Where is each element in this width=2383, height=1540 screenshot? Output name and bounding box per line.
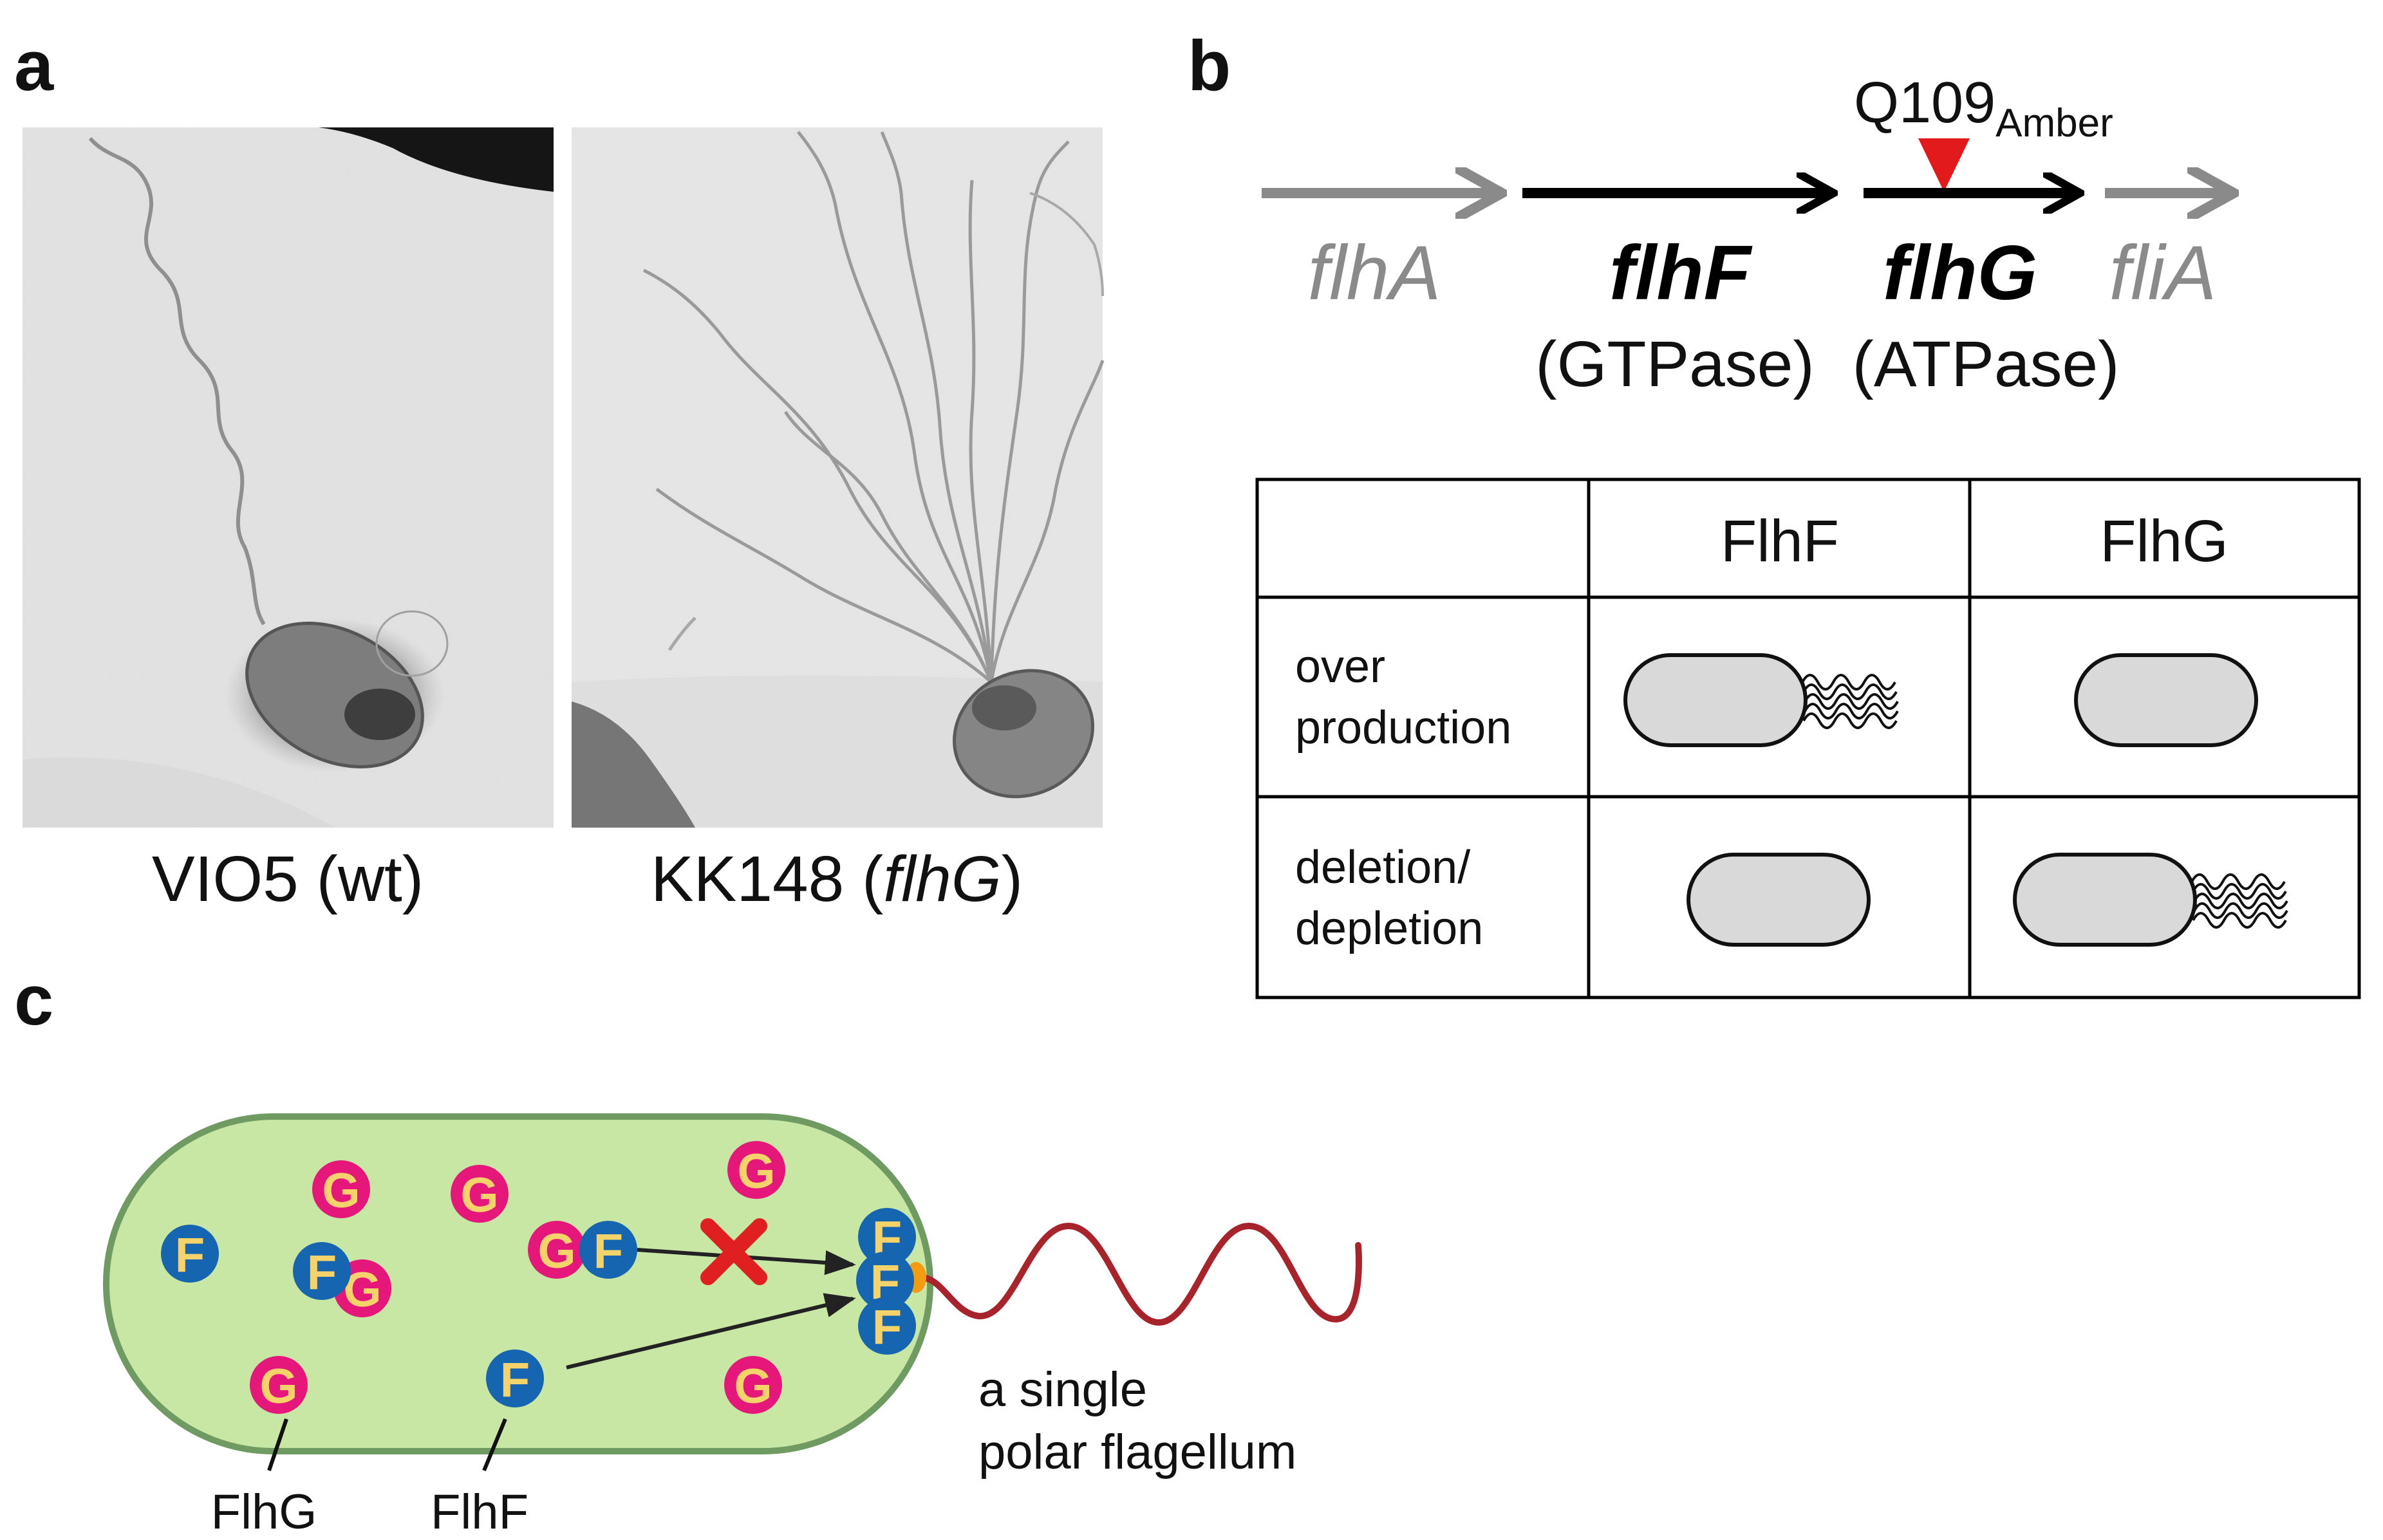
flhg-molecule: G bbox=[250, 1356, 308, 1414]
flhg-molecule: G bbox=[727, 1141, 785, 1199]
polar-flagellum bbox=[917, 1222, 1362, 1326]
caption-kk148: KK148 (flhG) bbox=[651, 843, 1023, 915]
svg-text:F: F bbox=[307, 1245, 337, 1300]
flhf-molecule: F bbox=[293, 1242, 351, 1300]
flhg-molecule: G bbox=[312, 1160, 370, 1218]
gene-flia: fliA bbox=[2109, 230, 2217, 316]
cell-flhg-overproduction-aflagellate bbox=[2074, 653, 2258, 747]
phenotype-table: FlhF FlhG over production deletion/ depl… bbox=[1255, 478, 2361, 999]
svg-text:G: G bbox=[537, 1224, 575, 1279]
flagellum-label-line1: a single bbox=[978, 1362, 1147, 1417]
svg-text:G: G bbox=[734, 1359, 772, 1414]
row-deletion-line1: deletion/ bbox=[1295, 842, 1470, 893]
svg-text:G: G bbox=[259, 1359, 297, 1414]
panel-c-letter: c bbox=[14, 961, 53, 1040]
svg-text:G: G bbox=[322, 1164, 360, 1218]
bacterial-cell bbox=[103, 1113, 933, 1454]
block-x-icon bbox=[700, 1218, 767, 1285]
svg-text:G: G bbox=[737, 1144, 775, 1199]
flhf-molecule: F bbox=[579, 1221, 637, 1279]
cell-flhf-overproduction-multiflagellate bbox=[1623, 653, 1899, 747]
row-deletion-line2: depletion bbox=[1295, 903, 1483, 954]
svg-text:F: F bbox=[500, 1353, 530, 1407]
micrograph-vio5 bbox=[23, 127, 554, 828]
mutation-label: Q109Amber bbox=[1854, 71, 2113, 145]
header-flhf: FlhF bbox=[1721, 508, 1839, 574]
header-flhg: FlhG bbox=[2100, 508, 2228, 574]
gene-flhf: flhF bbox=[1609, 230, 1753, 316]
row-overproduction-line1: over bbox=[1295, 641, 1385, 692]
label-flhg: FlhG bbox=[211, 1485, 317, 1539]
label-atpase: (ATPase) bbox=[1853, 328, 2120, 400]
micrograph-kk148 bbox=[572, 127, 1105, 828]
cell-flhf-deletion-aflagellate bbox=[1687, 853, 1871, 947]
flhg-molecule: G bbox=[451, 1165, 509, 1223]
pointer-flhf bbox=[482, 1418, 507, 1472]
flhg-molecule: G bbox=[528, 1221, 586, 1279]
pointer-flhg bbox=[267, 1418, 288, 1471]
svg-text:F: F bbox=[872, 1300, 902, 1355]
row-overproduction-line2: production bbox=[1295, 702, 1511, 754]
flhf-molecule: F bbox=[161, 1225, 219, 1283]
flagellum-label-line2: polar flagellum bbox=[978, 1425, 1296, 1480]
amber-mutation-marker bbox=[1918, 138, 1970, 192]
caption-vio5: VIO5 (wt) bbox=[152, 843, 424, 915]
svg-text:F: F bbox=[175, 1228, 205, 1283]
flhg-molecule: G bbox=[724, 1356, 782, 1414]
label-gtpase: (GTPase) bbox=[1535, 328, 1814, 400]
panel-b-letter: b bbox=[1188, 26, 1231, 106]
svg-text:G: G bbox=[460, 1168, 498, 1223]
panel-a-letter: a bbox=[14, 26, 54, 106]
cell-flhg-deletion-multiflagellate bbox=[2013, 853, 2288, 947]
svg-text:F: F bbox=[593, 1224, 623, 1279]
gene-flhg: flhG bbox=[1883, 230, 2037, 316]
gene-flha: flhA bbox=[1308, 230, 1441, 316]
flhf-molecule-at-pole: F bbox=[858, 1297, 916, 1355]
flhf-molecule: F bbox=[486, 1350, 544, 1407]
label-flhf: FlhF bbox=[431, 1485, 528, 1539]
transport-arrow-to-pole bbox=[566, 1293, 856, 1369]
